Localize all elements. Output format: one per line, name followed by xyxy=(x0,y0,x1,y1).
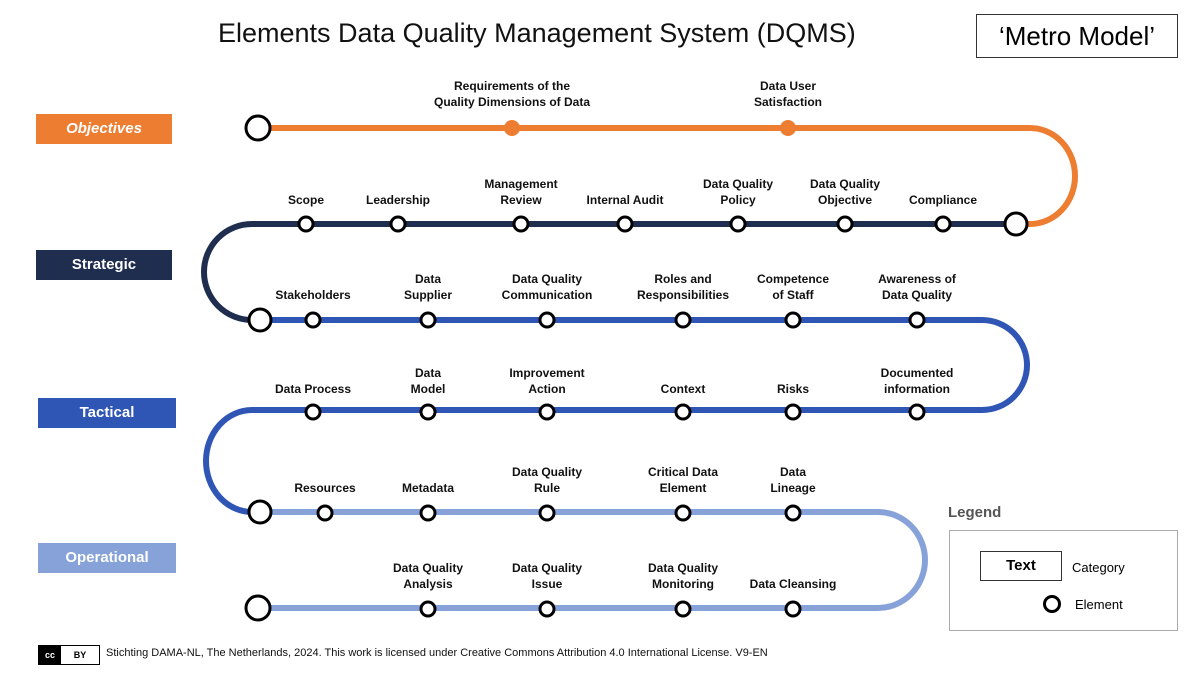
category-objectives: Objectives xyxy=(36,114,172,144)
terminal-objectives-start xyxy=(244,114,272,142)
station-objectives-0 xyxy=(504,120,520,136)
legend-title: Legend xyxy=(948,504,1002,521)
legend-category-label: Category xyxy=(1072,560,1125,575)
station-label-strategic-3: Internal Audit xyxy=(586,193,664,207)
station-tactical_a-5 xyxy=(908,311,926,329)
station-operational_a-1 xyxy=(419,504,437,522)
category-operational: Operational xyxy=(38,543,176,573)
station-tactical_b-1 xyxy=(419,403,437,421)
station-tactical_a-2 xyxy=(538,311,556,329)
terminal-operational-start xyxy=(247,499,273,525)
station-strategic-5 xyxy=(836,215,854,233)
station-label-tactical_a-0: Stakeholders xyxy=(275,288,351,302)
station-operational_b-1 xyxy=(538,600,556,618)
station-strategic-1 xyxy=(389,215,407,233)
station-tactical_a-0 xyxy=(304,311,322,329)
station-operational_a-3 xyxy=(674,504,692,522)
license-text: Stichting DAMA-NL, The Netherlands, 2024… xyxy=(106,647,768,659)
station-objectives-1 xyxy=(780,120,796,136)
station-operational_b-0 xyxy=(419,600,437,618)
by-icon: BY xyxy=(73,650,87,660)
category-tactical: Tactical xyxy=(38,398,176,428)
station-operational_b-2 xyxy=(674,600,692,618)
terminal-tactical-start xyxy=(247,307,273,333)
station-tactical_b-4 xyxy=(784,403,802,421)
station-tactical_b-0 xyxy=(304,403,322,421)
legend-box xyxy=(949,530,1178,631)
station-label-operational_b-3: Data Cleansing xyxy=(749,577,837,591)
station-label-strategic-6: Compliance xyxy=(908,193,978,207)
station-operational_b-3 xyxy=(784,600,802,618)
station-label-strategic-1: Leadership xyxy=(365,193,431,207)
page-title: Elements Data Quality Management System … xyxy=(218,18,856,48)
station-label-tactical_b-0: Data Process xyxy=(274,382,352,396)
cc-license-icon: cc BY xyxy=(38,645,100,665)
station-label-tactical_b-4: Risks xyxy=(776,382,810,396)
station-tactical_a-3 xyxy=(674,311,692,329)
station-tactical_b-3 xyxy=(674,403,692,421)
model-label-box: ‘Metro Model’ xyxy=(976,14,1178,58)
station-operational_a-4 xyxy=(784,504,802,522)
track-operational xyxy=(255,509,928,611)
legend-element-icon xyxy=(1043,595,1061,613)
metro-stations xyxy=(244,114,1029,622)
station-tactical_a-4 xyxy=(784,311,802,329)
station-label-operational_a-0: Resources xyxy=(294,481,356,495)
legend-category-sample: Text xyxy=(980,551,1062,581)
station-label-tactical_b-3: Context xyxy=(660,382,706,396)
station-strategic-2 xyxy=(512,215,530,233)
station-strategic-4 xyxy=(729,215,747,233)
station-tactical_b-5 xyxy=(908,403,926,421)
terminal-operational-end xyxy=(244,594,272,622)
station-tactical_b-2 xyxy=(538,403,556,421)
track-objectives xyxy=(255,125,1078,227)
cc-icon: cc xyxy=(39,646,61,664)
station-strategic-6 xyxy=(934,215,952,233)
station-label-strategic-0: Scope xyxy=(287,193,325,207)
station-strategic-0 xyxy=(297,215,315,233)
metro-tracks xyxy=(201,125,1078,611)
station-tactical_a-1 xyxy=(419,311,437,329)
terminal-strategic-start xyxy=(1003,211,1029,237)
station-label-operational_a-1: Metadata xyxy=(401,481,455,495)
track-strategic xyxy=(201,221,1019,323)
station-operational_a-0 xyxy=(316,504,334,522)
station-operational_a-2 xyxy=(538,504,556,522)
legend-element-label: Element xyxy=(1075,597,1123,612)
category-strategic: Strategic xyxy=(36,250,172,280)
track-tactical xyxy=(203,317,1030,515)
station-strategic-3 xyxy=(616,215,634,233)
